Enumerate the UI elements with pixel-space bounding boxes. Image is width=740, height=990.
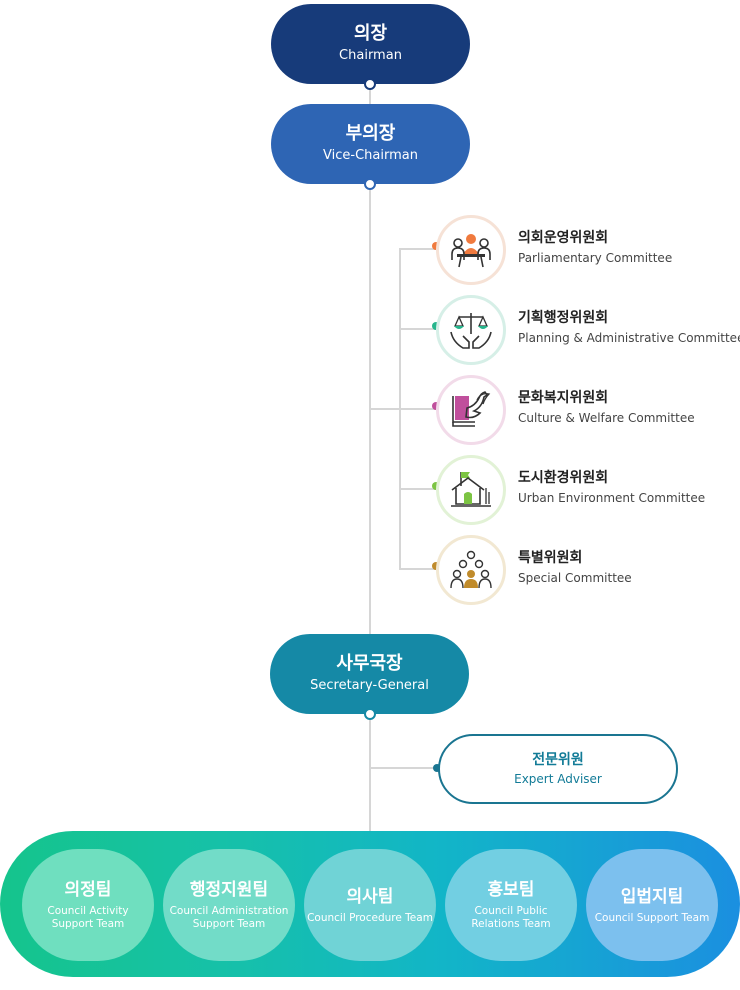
- connector-main-vertical: [369, 84, 371, 844]
- vice-chairman-node: 부의장 Vice-Chairman: [271, 104, 470, 184]
- committee-planning-administrative: 기획행정위원회 Planning & Administrative Commit…: [432, 295, 740, 365]
- people-group-icon: [436, 535, 506, 605]
- chairman-title-en: Chairman: [339, 48, 402, 63]
- meeting-icon: [436, 215, 506, 285]
- expert-adviser-title-ko: 전문위원: [532, 752, 584, 768]
- committee-name-en: Parliamentary Committee: [518, 251, 673, 265]
- committee-name-ko: 도시환경위원회: [518, 470, 609, 486]
- team-name-ko: 홍보팀: [487, 880, 535, 900]
- chairman-connector-dot: [364, 78, 376, 90]
- team-name-en-line1: Council Public: [474, 905, 548, 917]
- connector-branch: [400, 328, 436, 330]
- book-dove-icon: [436, 375, 506, 445]
- committee-text: 의회운영위원회 Parliamentary Committee: [518, 229, 672, 266]
- committee-name-ko: 문화복지위원회: [518, 390, 609, 406]
- connector-branch: [400, 248, 436, 250]
- committee-text: 특별위원회 Special Committee: [518, 549, 632, 586]
- expert-adviser-title-en: Expert Adviser: [514, 772, 602, 786]
- connector-branch: [400, 408, 436, 410]
- secretary-general-title-ko: 사무국장: [336, 653, 403, 674]
- committee-text: 도시환경위원회 Urban Environment Committee: [518, 469, 705, 506]
- team-council-support: 입법지팀 Council Support Team: [586, 849, 718, 961]
- committee-name-ko: 의회운영위원회: [518, 230, 609, 246]
- team-name-en-line1: Council Administration: [169, 905, 289, 917]
- expert-adviser-dot: [433, 764, 441, 772]
- connector-branch: [400, 488, 436, 490]
- team-name-en-line1: Council Activity: [47, 905, 129, 917]
- committee-name-en: Urban Environment Committee: [518, 491, 706, 505]
- team-name-en-line1: Council Procedure Team: [307, 911, 433, 924]
- team-name-ko: 입법지팀: [620, 886, 684, 907]
- committee-text: 문화복지위원회 Culture & Welfare Committee: [518, 389, 695, 426]
- secretary-general-connector-dot: [364, 708, 376, 720]
- team-name-ko: 의사팀: [346, 886, 394, 907]
- secretary-general-node: 사무국장 Secretary-General: [270, 634, 469, 714]
- committee-name-en: Planning & Administrative Committee: [518, 331, 740, 345]
- team-name-en-line1: Council Support Team: [594, 911, 710, 924]
- connector-expert: [370, 767, 438, 769]
- team-council-procedure: 의사팀 Council Procedure Team: [304, 849, 436, 961]
- team-name-ko: 의정팀: [64, 880, 112, 900]
- team-name-ko: 행정지원팀: [189, 880, 269, 900]
- committee-name-en: Special Committee: [518, 571, 632, 585]
- team-name-en-line2: Support Team: [192, 918, 266, 930]
- team-name-en: Council Support Team: [595, 912, 710, 925]
- committee-name-ko: 특별위원회: [518, 550, 583, 566]
- team-name-en-line2: Support Team: [51, 918, 125, 930]
- team-name-en-line2: Relations Team: [471, 918, 551, 930]
- committee-parliamentary: 의회운영위원회 Parliamentary Committee: [432, 215, 736, 285]
- committee-special: 특별위원회 Special Committee: [432, 535, 736, 605]
- committee-name-en: Culture & Welfare Committee: [518, 411, 695, 425]
- expert-adviser-node: 전문위원 Expert Adviser: [438, 734, 678, 804]
- scales-icon: [436, 295, 506, 365]
- committee-name-ko: 기획행정위원회: [518, 310, 609, 326]
- team-name-en: Council Procedure Team: [307, 912, 433, 925]
- committee-text: 기획행정위원회 Planning & Administrative Commit…: [518, 309, 740, 346]
- vice-chairman-title-ko: 부의장: [345, 123, 396, 144]
- connector-committee-trunk: [370, 408, 400, 410]
- vice-chairman-title-en: Vice-Chairman: [323, 148, 418, 163]
- chairman-title-ko: 의장: [353, 23, 388, 44]
- vice-chairman-connector-dot: [364, 178, 376, 190]
- chairman-node: 의장 Chairman: [271, 4, 470, 84]
- connector-branch: [400, 568, 436, 570]
- house-flag-icon: [436, 455, 506, 525]
- committee-culture-welfare: 문화복지위원회 Culture & Welfare Committee: [432, 375, 736, 445]
- secretary-general-title-en: Secretary-General: [310, 678, 429, 693]
- committee-urban-environment: 도시환경위원회 Urban Environment Committee: [432, 455, 736, 525]
